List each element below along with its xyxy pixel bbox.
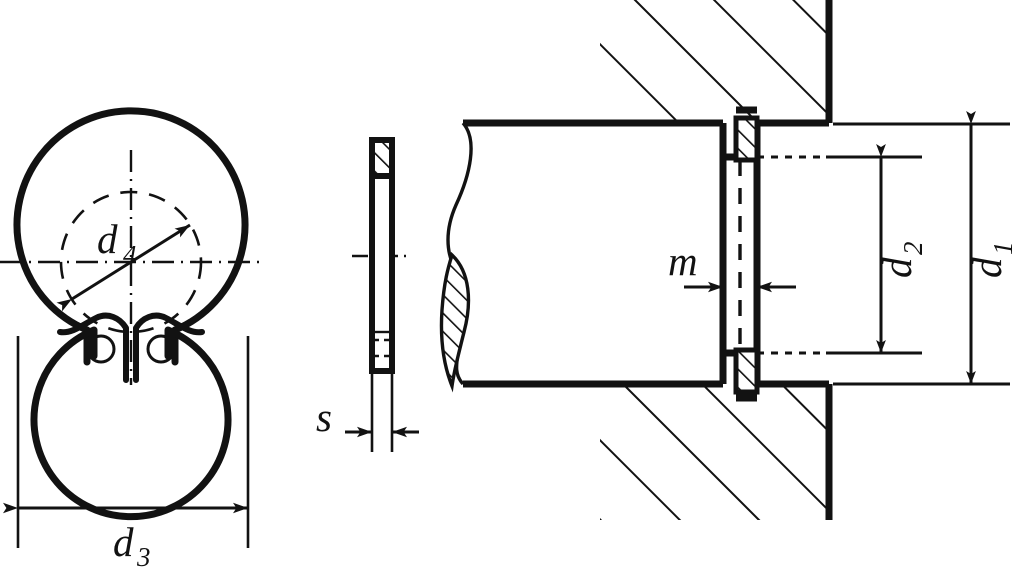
groove-lip-details: [736, 106, 757, 402]
break-line-group: [439, 121, 473, 393]
label-d4-sub: 4: [123, 240, 137, 270]
s-dimension: s: [316, 371, 419, 452]
label-d1-group: d 1: [964, 242, 1018, 279]
d4-dimension-arrow: [56, 223, 191, 312]
ring-section-top: [733, 115, 760, 163]
d4-arrow-line: [56, 223, 191, 312]
label-d3-base: d: [113, 519, 134, 565]
lug-right-outline: [133, 312, 205, 383]
housing-upper: [600, 0, 829, 123]
bore-surfaces: [463, 119, 829, 388]
label-m: m: [668, 238, 698, 284]
m-dimension: m: [668, 238, 796, 293]
d3-dimension: d 3: [3, 336, 250, 572]
label-d1-base: d: [964, 257, 1010, 278]
d1-extension-lines: [833, 122, 1010, 386]
ring-section-bottom: [733, 347, 760, 395]
break-lens-hatch: [439, 251, 471, 393]
groove-walls: [719, 123, 761, 384]
ring-outer-contour: [13, 107, 249, 366]
label-s: s: [316, 394, 332, 440]
label-d1-sub: 1: [988, 242, 1018, 256]
lug-holes: [86, 334, 176, 364]
retaining-ring-body: [13, 107, 249, 521]
housing-lower: [600, 384, 829, 520]
side-view-group: s: [316, 137, 419, 452]
d2-extension-lines: [757, 155, 922, 355]
ring-section-bottom-box: [733, 347, 760, 395]
ring-lugs: [57, 312, 205, 383]
lug-hole-left: [86, 334, 116, 364]
housing-lower-hatch: [600, 384, 829, 520]
housing-upper-hatch: [600, 0, 829, 123]
label-d2-sub: 2: [898, 242, 928, 256]
ring-inner-contour: [30, 326, 232, 521]
side-view-section-box: [369, 137, 395, 179]
label-d4-base: d: [97, 216, 118, 262]
lug-hole-right: [146, 334, 176, 364]
label-d3-sub: 3: [136, 542, 151, 572]
side-view-section-hatch: [374, 142, 390, 174]
ring-section-top-box: [733, 115, 760, 163]
label-d2-group: d 2: [874, 242, 928, 279]
label-d2-base: d: [874, 257, 920, 278]
side-view-lug-details: [374, 338, 390, 358]
lug-left-outline: [57, 312, 129, 383]
front-view-group: d 4 d 3: [0, 107, 262, 572]
section-view-group: m d 2 d 1: [439, 0, 1018, 520]
